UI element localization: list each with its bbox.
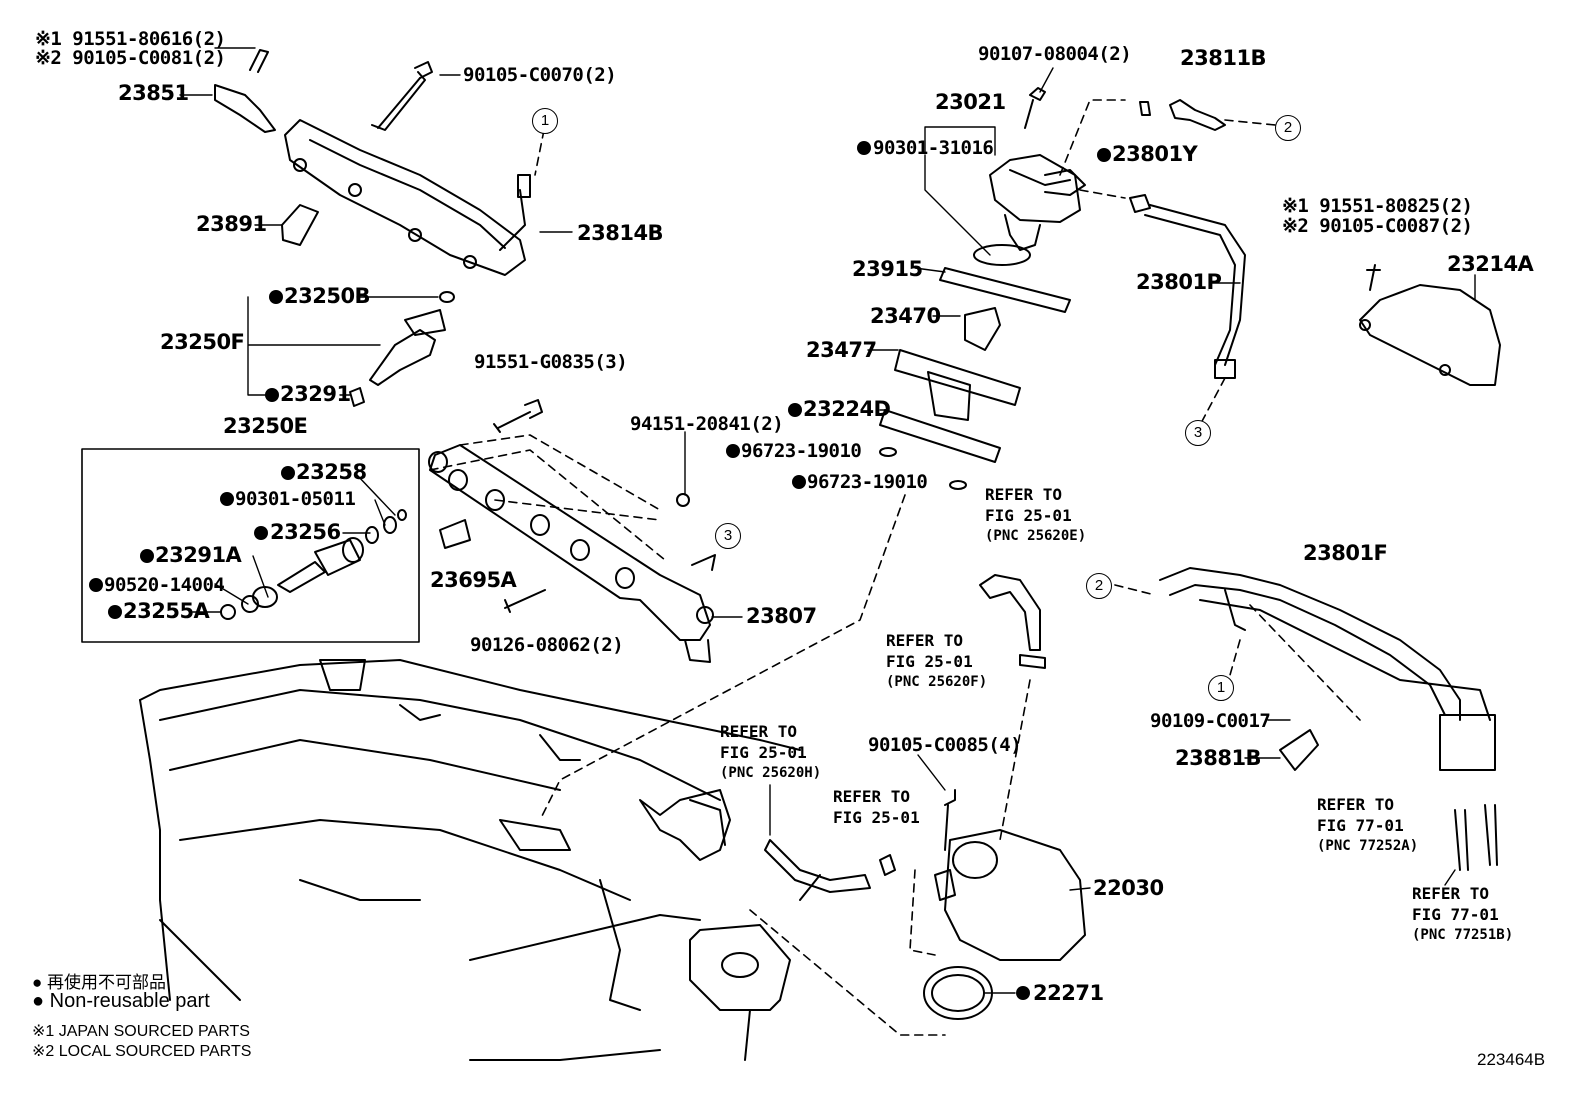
part-label-94151-20841[interactable]: 94151-20841(2): [630, 413, 784, 435]
part-label-22030[interactable]: 22030: [1093, 876, 1164, 900]
reference-line: FIG 25-01: [833, 808, 920, 827]
source-note-local-top-left: ※2 90105-C0081(2): [35, 47, 226, 69]
part-label-90301-05011[interactable]: 90301-05011: [235, 488, 356, 510]
reference-line: FIG 77-01: [1412, 905, 1499, 924]
part-label-23891[interactable]: 23891: [196, 212, 267, 236]
legend-non-reusable-jp: ● 再使用不可部品: [32, 968, 166, 993]
part-label-90105-c0070[interactable]: 90105-C0070(2): [463, 64, 617, 86]
part-label-23250f[interactable]: 23250F: [160, 330, 245, 354]
part-label-90520-14004[interactable]: 90520-14004: [104, 574, 225, 596]
part-label-23807[interactable]: 23807: [746, 604, 817, 628]
reference-25620h[interactable]: REFER TO FIG 25-01 (PNC 25620H): [720, 721, 821, 784]
legend-non-reusable-en: ● Non-reusable part: [32, 990, 210, 1013]
part-label-23801f[interactable]: 23801F: [1303, 541, 1388, 565]
part-label-23224d[interactable]: 23224D: [803, 397, 891, 421]
part-label-23021[interactable]: 23021: [935, 90, 1006, 114]
part-label-23256[interactable]: 23256: [270, 520, 341, 544]
reference-pnc: (PNC 25620E): [985, 528, 1087, 544]
callout-1: 1: [1208, 675, 1234, 701]
part-label-23291[interactable]: 23291: [280, 382, 351, 406]
bracket-drawing: [1359, 264, 1501, 386]
part-label-23851[interactable]: 23851: [118, 81, 189, 105]
callout-3: 3: [1185, 420, 1211, 446]
bullet-icon: ●: [32, 990, 45, 1012]
part-label-22271[interactable]: 22271: [1033, 981, 1104, 1005]
reference-line: FIG 25-01: [720, 743, 807, 762]
part-label-23814b[interactable]: 23814B: [577, 221, 664, 245]
part-label-23291a[interactable]: 23291A: [155, 543, 242, 567]
part-label-96723-19010-a[interactable]: 96723-19010: [741, 440, 862, 462]
delivery-pipe-drawing: [428, 399, 716, 663]
part-label-23915[interactable]: 23915: [852, 257, 923, 281]
reference-line: REFER TO: [1317, 795, 1395, 814]
part-label-90105-c0085[interactable]: 90105-C0085(4): [868, 734, 1022, 756]
part-label-90126-08062[interactable]: 90126-08062(2): [470, 634, 624, 656]
part-label-23881b[interactable]: 23881B: [1175, 746, 1262, 770]
source-note-japan-right: ※1 91551-80825(2): [1282, 195, 1473, 217]
source-note-local-right: ※2 90105-C0087(2): [1282, 215, 1473, 237]
injector-detail-drawing: [220, 509, 407, 620]
reference-pnc: (PNC 77251B): [1412, 927, 1514, 943]
gasket-stack-drawing: [879, 267, 1071, 490]
reference-25620e[interactable]: REFER TO FIG 25-01 (PNC 25620E): [985, 484, 1086, 547]
legend-japan-sourced: ※1 JAPAN SOURCED PARTS: [32, 1023, 250, 1040]
reference-line: FIG 25-01: [985, 506, 1072, 525]
fuel-pump-drawing: [973, 87, 1246, 379]
part-label-23801y[interactable]: 23801Y: [1112, 142, 1198, 166]
part-label-23250b[interactable]: 23250B: [284, 284, 371, 308]
callout-2: 2: [1086, 573, 1112, 599]
small-hoses-drawing: [764, 574, 1498, 901]
legend-text-en: Non-reusable part: [49, 990, 210, 1012]
reference-pnc: (PNC 77252A): [1317, 838, 1419, 854]
reference-77251b[interactable]: REFER TO FIG 77-01 (PNC 77251B): [1412, 883, 1513, 946]
callout-3: 3: [715, 523, 741, 549]
part-label-91551-g0835[interactable]: 91551-G0835(3): [474, 351, 628, 373]
reference-fig-25-01[interactable]: REFER TO FIG 25-01: [833, 786, 920, 828]
injector-drawing: [349, 291, 455, 407]
part-label-23255a[interactable]: 23255A: [123, 599, 210, 623]
legend-text-jp: 再使用不可部品: [47, 973, 167, 992]
bullet-icon: ●: [32, 973, 43, 992]
reference-line: REFER TO: [833, 787, 911, 806]
part-label-90109-c0017[interactable]: 90109-C0017: [1150, 710, 1271, 732]
reference-line: FIG 77-01: [1317, 816, 1404, 835]
reference-pnc: (PNC 25620F): [886, 674, 988, 690]
part-label-90107-08004[interactable]: 90107-08004(2): [978, 43, 1132, 65]
hose-assembly-drawing: [1159, 567, 1496, 771]
part-label-23470[interactable]: 23470: [870, 304, 941, 328]
part-label-23695a[interactable]: 23695A: [430, 568, 517, 592]
fuel-rail-drawing: [214, 49, 531, 276]
part-label-23214a[interactable]: 23214A: [1447, 252, 1534, 276]
part-label-96723-19010-b[interactable]: 96723-19010: [807, 471, 928, 493]
part-label-23801p[interactable]: 23801P: [1136, 270, 1222, 294]
reference-line: REFER TO: [985, 485, 1063, 504]
legend-local-sourced: ※2 LOCAL SOURCED PARTS: [32, 1043, 252, 1060]
callout-2: 2: [1275, 115, 1301, 141]
part-label-23811b[interactable]: 23811B: [1180, 46, 1267, 70]
source-note-japan-top-left: ※1 91551-80616(2): [35, 28, 226, 50]
engine-block-drawing: [139, 659, 801, 1061]
callout-1: 1: [532, 108, 558, 134]
part-label-23250e[interactable]: 23250E: [223, 414, 308, 438]
reference-pnc: (PNC 25620H): [720, 765, 822, 781]
part-label-90301-31016[interactable]: 90301-31016: [873, 137, 994, 159]
reference-77252a[interactable]: REFER TO FIG 77-01 (PNC 77252A): [1317, 794, 1418, 857]
reference-line: REFER TO: [720, 722, 798, 741]
reference-line: REFER TO: [886, 631, 964, 650]
reference-25620f[interactable]: REFER TO FIG 25-01 (PNC 25620F): [886, 630, 987, 693]
reference-line: REFER TO: [1412, 884, 1490, 903]
figure-id: 223464B: [1477, 1050, 1546, 1069]
non-reusable-bullets: [89, 141, 1111, 1000]
part-label-23477[interactable]: 23477: [806, 338, 877, 362]
part-label-23258[interactable]: 23258: [296, 460, 367, 484]
reference-line: FIG 25-01: [886, 652, 973, 671]
